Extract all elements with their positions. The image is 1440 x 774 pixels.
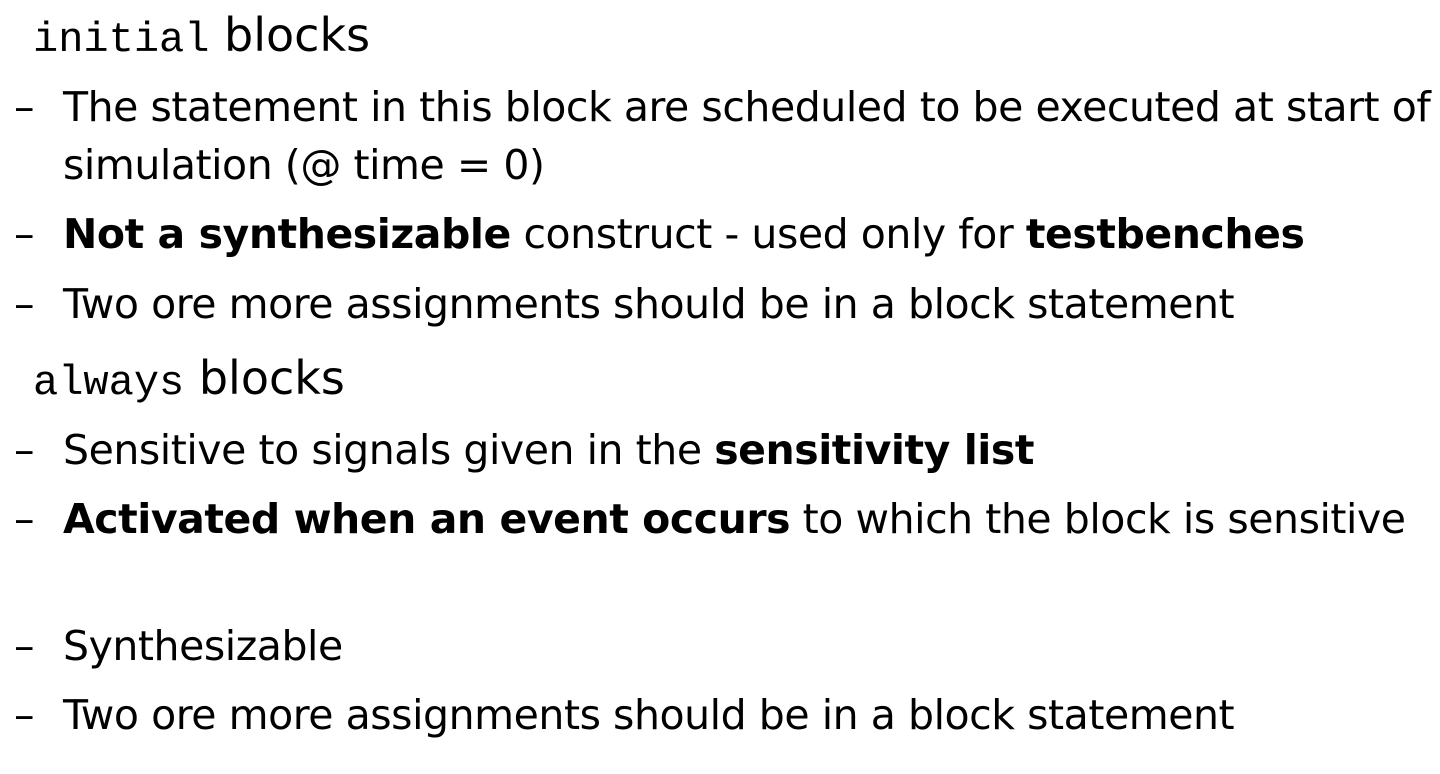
bullet-text: Sensitive to signals given in the sensit… (63, 421, 1434, 479)
bullet-text: Not a synthesizable construct - used onl… (63, 205, 1434, 263)
bullet-text: Two ore more assignments should be in a … (63, 686, 1434, 744)
initial-blocks-heading: initial blocks (33, 7, 370, 68)
bullet-emphasis: Activated when an event occurs (63, 495, 791, 543)
bullet-text-part: Sensitive to signals given in the (63, 426, 715, 474)
bullet-emphasis: Not a synthesizable (63, 210, 511, 258)
bullet-dash: – (14, 495, 35, 543)
list-item: – Synthesizable (14, 617, 1434, 675)
list-item: – Two ore more assignments should be in … (14, 275, 1434, 333)
initial-heading-rest: blocks (209, 8, 371, 62)
bullet-text-part: Synthesizable (63, 622, 343, 670)
bullet-dash: – (14, 426, 35, 474)
list-item: – Activated when an event occurs to whic… (14, 490, 1434, 548)
list-item: – Not a synthesizable construct - used o… (14, 205, 1434, 263)
bullet-text: The statement in this block are schedule… (63, 78, 1434, 194)
bullet-emphasis: sensitivity list (714, 426, 1035, 474)
list-item: – Sensitive to signals given in the sens… (14, 421, 1434, 479)
bullet-dash: – (14, 83, 35, 131)
bullet-text-part: The statement in this block are schedule… (63, 83, 1431, 189)
bullet-text: Synthesizable (63, 617, 1434, 675)
bullet-dash: – (14, 280, 35, 328)
bullet-text: Two ore more assignments should be in a … (63, 275, 1434, 333)
bullet-emphasis: testbenches (1025, 210, 1305, 258)
initial-keyword: initial (33, 16, 210, 64)
bullet-text-part: Two ore more assignments should be in a … (63, 280, 1235, 328)
bullet-text: Activated when an event occurs to which … (63, 490, 1434, 548)
bullet-text-part: construct - used only for (510, 210, 1026, 258)
list-item: – The statement in this block are schedu… (14, 78, 1434, 194)
always-heading-rest: blocks (184, 351, 345, 405)
bullet-dash: – (14, 622, 35, 670)
bullet-text-part: Two ore more assignments should be in a … (63, 691, 1235, 739)
always-blocks-heading: always blocks (33, 350, 345, 411)
always-keyword: always (33, 359, 185, 407)
bullet-dash: – (14, 210, 35, 258)
bullet-dash: – (14, 691, 35, 739)
list-item: – Two ore more assignments should be in … (14, 686, 1434, 744)
bullet-text-part: to which the block is sensitive (790, 495, 1406, 543)
